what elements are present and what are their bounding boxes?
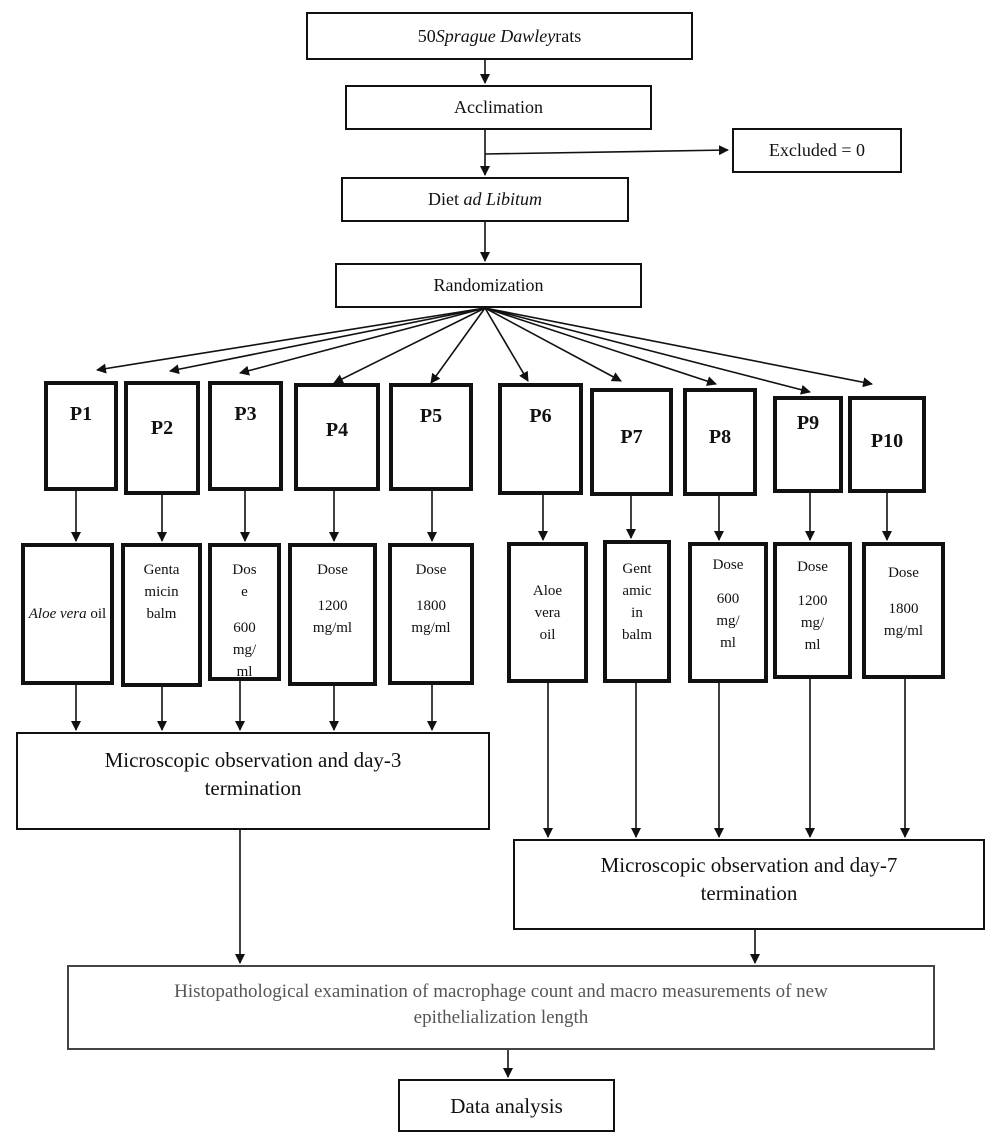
arrow-rand-p9 <box>484 307 811 395</box>
group-p4: P4 <box>294 383 380 491</box>
arrow-rand-p3 <box>239 307 486 376</box>
arrow-rand-p2 <box>169 307 486 375</box>
arrow-rand-p6 <box>484 307 529 382</box>
group-p5: P5 <box>389 383 473 491</box>
group-p9: P9 <box>773 396 843 493</box>
acclimation-box: Acclimation <box>345 85 652 130</box>
start-box: 50 Sprague Dawley rats <box>306 12 693 60</box>
group-p6: P6 <box>498 383 583 495</box>
group-p7: P7 <box>590 388 673 496</box>
randomization-box: Randomization <box>335 263 642 308</box>
arrow-rand-p10 <box>484 307 873 388</box>
group-p3: P3 <box>208 381 283 491</box>
arrow-rand-p4 <box>333 307 486 384</box>
arrow-rand-p7 <box>484 307 622 382</box>
excluded-box: Excluded = 0 <box>732 128 902 173</box>
treatment-p1: Aloe vera oil <box>21 543 114 685</box>
arrow-rand-p5 <box>430 307 486 384</box>
group-p8: P8 <box>683 388 757 496</box>
group-p10: P10 <box>848 396 926 493</box>
arrow-excluded <box>484 145 729 156</box>
arrow-rand-p8 <box>484 307 717 386</box>
analysis-box: Data analysis <box>398 1079 615 1132</box>
arrow-rand-p1 <box>96 307 486 374</box>
group-p1: P1 <box>44 381 118 491</box>
histo-box: Histopathological examination of macroph… <box>67 965 935 1050</box>
diet-box: Diet ad Libitum <box>341 177 629 222</box>
group-p2: P2 <box>124 381 200 495</box>
